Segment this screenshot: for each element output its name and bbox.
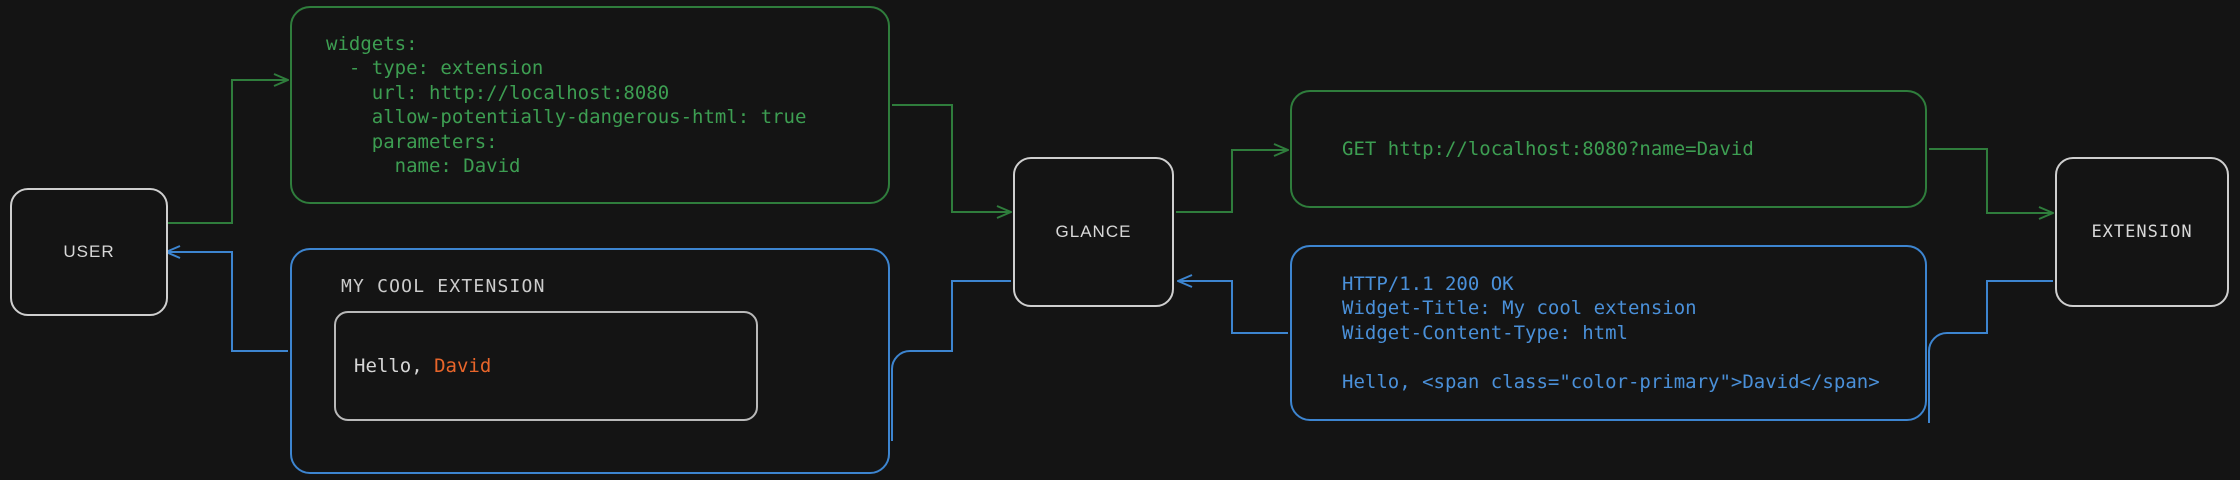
edge-extension-to-response xyxy=(1928,280,2053,423)
http-request-code: GET http://localhost:8080?name=David xyxy=(1342,137,1754,160)
edge-request-to-extension xyxy=(1929,148,2053,213)
edge-response-to-glance xyxy=(1178,281,1288,334)
edge-user-to-config xyxy=(168,80,288,224)
rendered-widget-greeting: Hello, xyxy=(354,355,435,377)
node-glance-label: GLANCE xyxy=(1055,222,1132,241)
panel-rendered-widget: MY COOL EXTENSION Hello, David xyxy=(290,248,890,474)
node-extension[interactable]: EXTENSION xyxy=(2055,157,2229,307)
edge-glance-to-widget xyxy=(891,280,1011,441)
rendered-widget-name: David xyxy=(434,355,492,377)
panel-http-response: HTTP/1.1 200 OK Widget-Title: My cool ex… xyxy=(1290,245,1927,421)
rendered-widget-title: MY COOL EXTENSION xyxy=(341,276,546,297)
node-extension-label: EXTENSION xyxy=(2091,222,2193,242)
node-glance[interactable]: GLANCE xyxy=(1013,157,1174,307)
rendered-widget-card: Hello, David xyxy=(334,311,758,421)
panel-yaml-config: widgets: - type: extension url: http://l… xyxy=(290,6,890,204)
panel-http-request: GET http://localhost:8080?name=David xyxy=(1290,90,1927,208)
edge-config-to-glance xyxy=(892,104,1011,212)
yaml-config-code: widgets: - type: extension url: http://l… xyxy=(326,32,807,178)
node-user[interactable]: USER xyxy=(10,188,168,316)
rendered-widget-body: Hello, David xyxy=(354,355,491,377)
edge-glance-to-request xyxy=(1176,150,1288,213)
http-response-code: HTTP/1.1 200 OK Widget-Title: My cool ex… xyxy=(1342,272,1880,393)
edge-widget-to-user xyxy=(166,252,288,352)
node-user-label: USER xyxy=(63,242,115,261)
